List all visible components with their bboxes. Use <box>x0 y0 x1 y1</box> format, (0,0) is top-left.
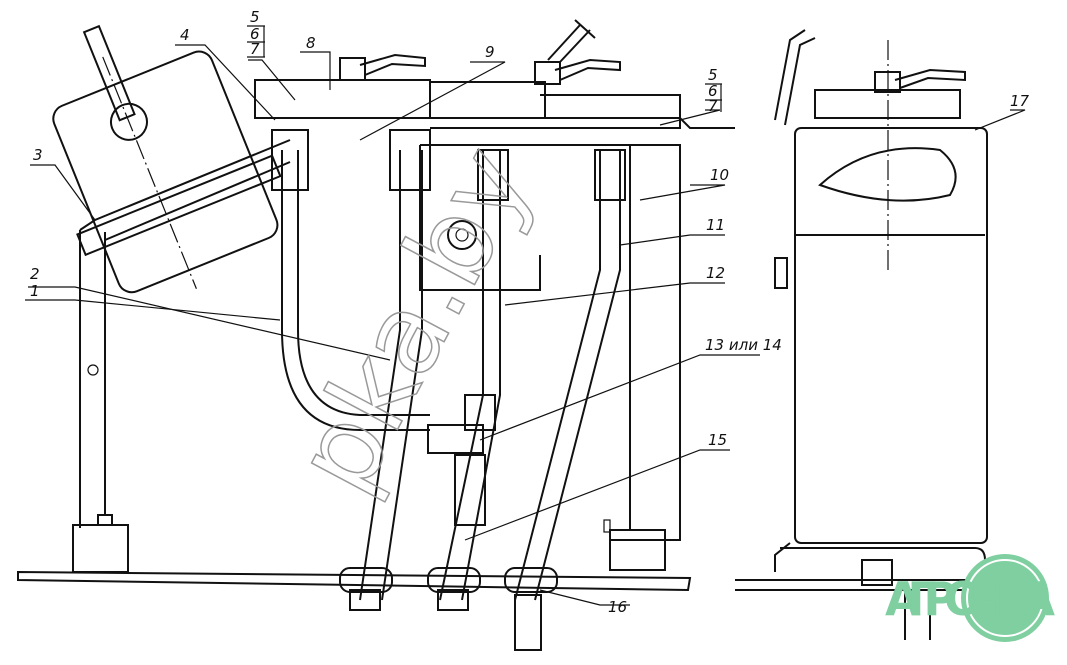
callout-12: 12 <box>706 264 725 282</box>
callout-6-right: 6 <box>708 82 718 100</box>
frame-stand <box>72 139 291 573</box>
callout-3: 3 <box>33 146 43 164</box>
logo-text: АГРОНКА <box>885 572 1055 626</box>
callouts: 1 2 3 4 5 6 7 8 9 5 6 7 10 11 12 13 или … <box>30 8 1030 616</box>
callout-7: 7 <box>250 40 260 58</box>
grommets <box>339 567 558 593</box>
callout-11: 11 <box>706 216 725 234</box>
callout-5: 5 <box>250 8 260 26</box>
callout-1: 1 <box>30 282 40 300</box>
side-view <box>774 29 988 640</box>
callout-8: 8 <box>306 34 316 52</box>
callout-7-right: 7 <box>708 97 718 115</box>
valve-handles <box>339 19 621 85</box>
callout-2: 2 <box>30 265 40 283</box>
cabinet <box>254 79 735 571</box>
leader-lines <box>25 44 1026 606</box>
callout-15: 15 <box>708 431 727 449</box>
callout-6: 6 <box>250 25 260 43</box>
callout-4: 4 <box>180 26 190 44</box>
logo: АГРОНКА <box>885 554 1055 642</box>
pipes <box>271 129 626 651</box>
callout-9: 9 <box>485 43 495 61</box>
tilted-tank <box>52 24 282 294</box>
callout-10: 10 <box>710 166 729 184</box>
base-plate <box>17 570 986 592</box>
callout-13-14: 13 или 14 <box>705 336 782 354</box>
callout-5-right: 5 <box>708 66 718 84</box>
callout-16: 16 <box>608 598 627 616</box>
watermark: pka.by <box>270 126 556 512</box>
callout-17: 17 <box>1010 92 1030 110</box>
